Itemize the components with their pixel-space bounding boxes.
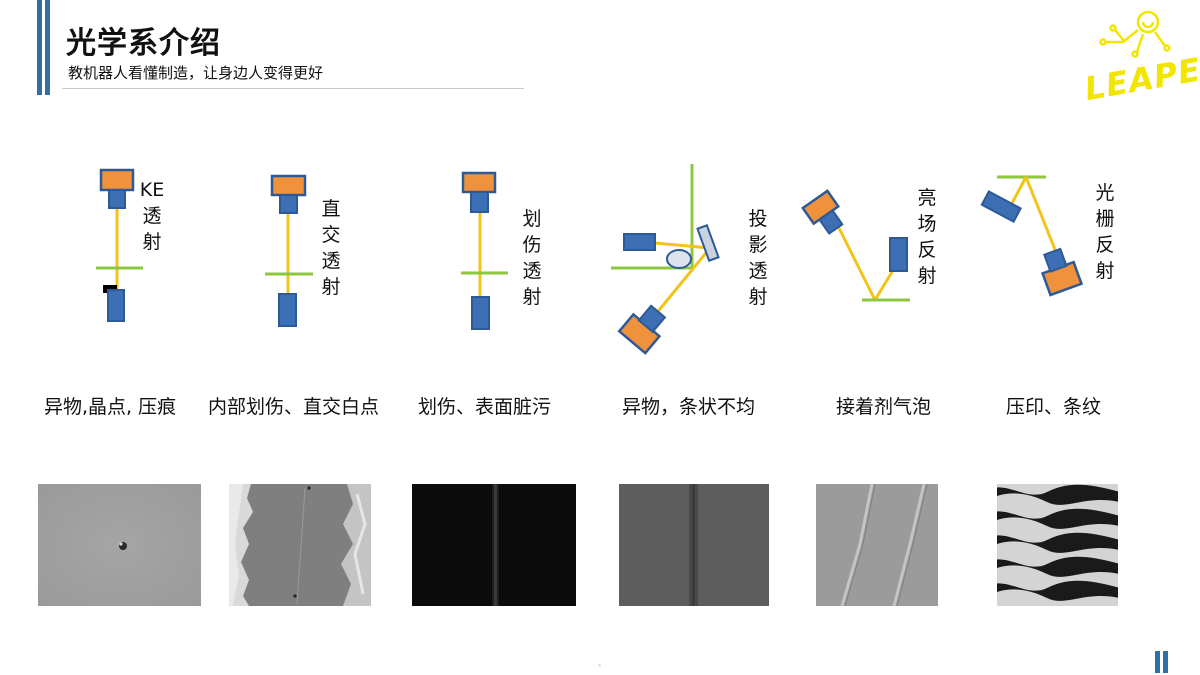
camera-head <box>270 174 307 197</box>
title-accent-bar <box>45 0 50 95</box>
camera-body <box>818 209 844 235</box>
page-title: 光学系介绍 <box>66 26 221 61</box>
lens <box>666 249 692 269</box>
caption-grating: 压印、条纹 <box>1006 396 1102 418</box>
corner-marker <box>1155 651 1169 673</box>
camera-body <box>637 304 667 334</box>
mirror <box>696 224 720 262</box>
caption-scratch: 划伤、表面脏污 <box>418 396 552 418</box>
caption-orthogonal: 内部划伤、直交白点 <box>208 396 380 418</box>
title-accent-bar <box>37 0 42 95</box>
light-source <box>980 190 1023 223</box>
setup-label-orthogonal: 直交透射 <box>321 198 341 298</box>
setup-ke-transmission <box>96 168 143 322</box>
sample-image-edge <box>229 484 371 606</box>
leaper-logo <box>1099 10 1171 58</box>
light-source <box>623 233 656 251</box>
light-source <box>471 296 490 330</box>
setup-brightfield-reflection <box>801 189 910 302</box>
setup-orthogonal-transmission <box>265 174 313 327</box>
setup-label-projection: 投影透射 <box>748 208 768 308</box>
sample-image-dot <box>38 484 201 606</box>
setup-grating-reflection <box>980 175 1084 297</box>
setup-projection-transmission <box>611 164 720 355</box>
caption-brightfield: 接着剂气泡 <box>836 396 932 418</box>
sample-image-waves <box>997 484 1118 606</box>
light-source <box>889 237 908 272</box>
camera-body <box>1043 247 1068 273</box>
optical-setups-diagram <box>96 164 1084 355</box>
sample-image-dark-line <box>412 484 576 606</box>
camera-body <box>108 189 126 209</box>
setup-label-brightfield: 亮场反射 <box>917 187 937 287</box>
camera-body <box>470 191 489 213</box>
setup-label-scratch: 划伤透射 <box>522 208 542 308</box>
camera-body <box>279 194 298 214</box>
camera-head <box>99 168 135 192</box>
center-dot <box>598 664 601 667</box>
light-source <box>278 293 297 327</box>
sample-image-diagonal <box>816 484 938 606</box>
setup-label-grating: 光栅反射 <box>1095 182 1115 282</box>
caption-projection: 异物，条状不均 <box>622 396 756 418</box>
sample-image-stripe <box>619 484 769 606</box>
header-divider <box>62 88 524 89</box>
setup-scratch-transmission <box>461 171 508 330</box>
caption-ke: 异物,晶点, 压痕 <box>44 396 177 418</box>
page-subtitle: 教机器人看懂制造，让身边人变得更好 <box>68 64 324 82</box>
light-source <box>107 289 125 322</box>
camera-head <box>461 171 497 194</box>
